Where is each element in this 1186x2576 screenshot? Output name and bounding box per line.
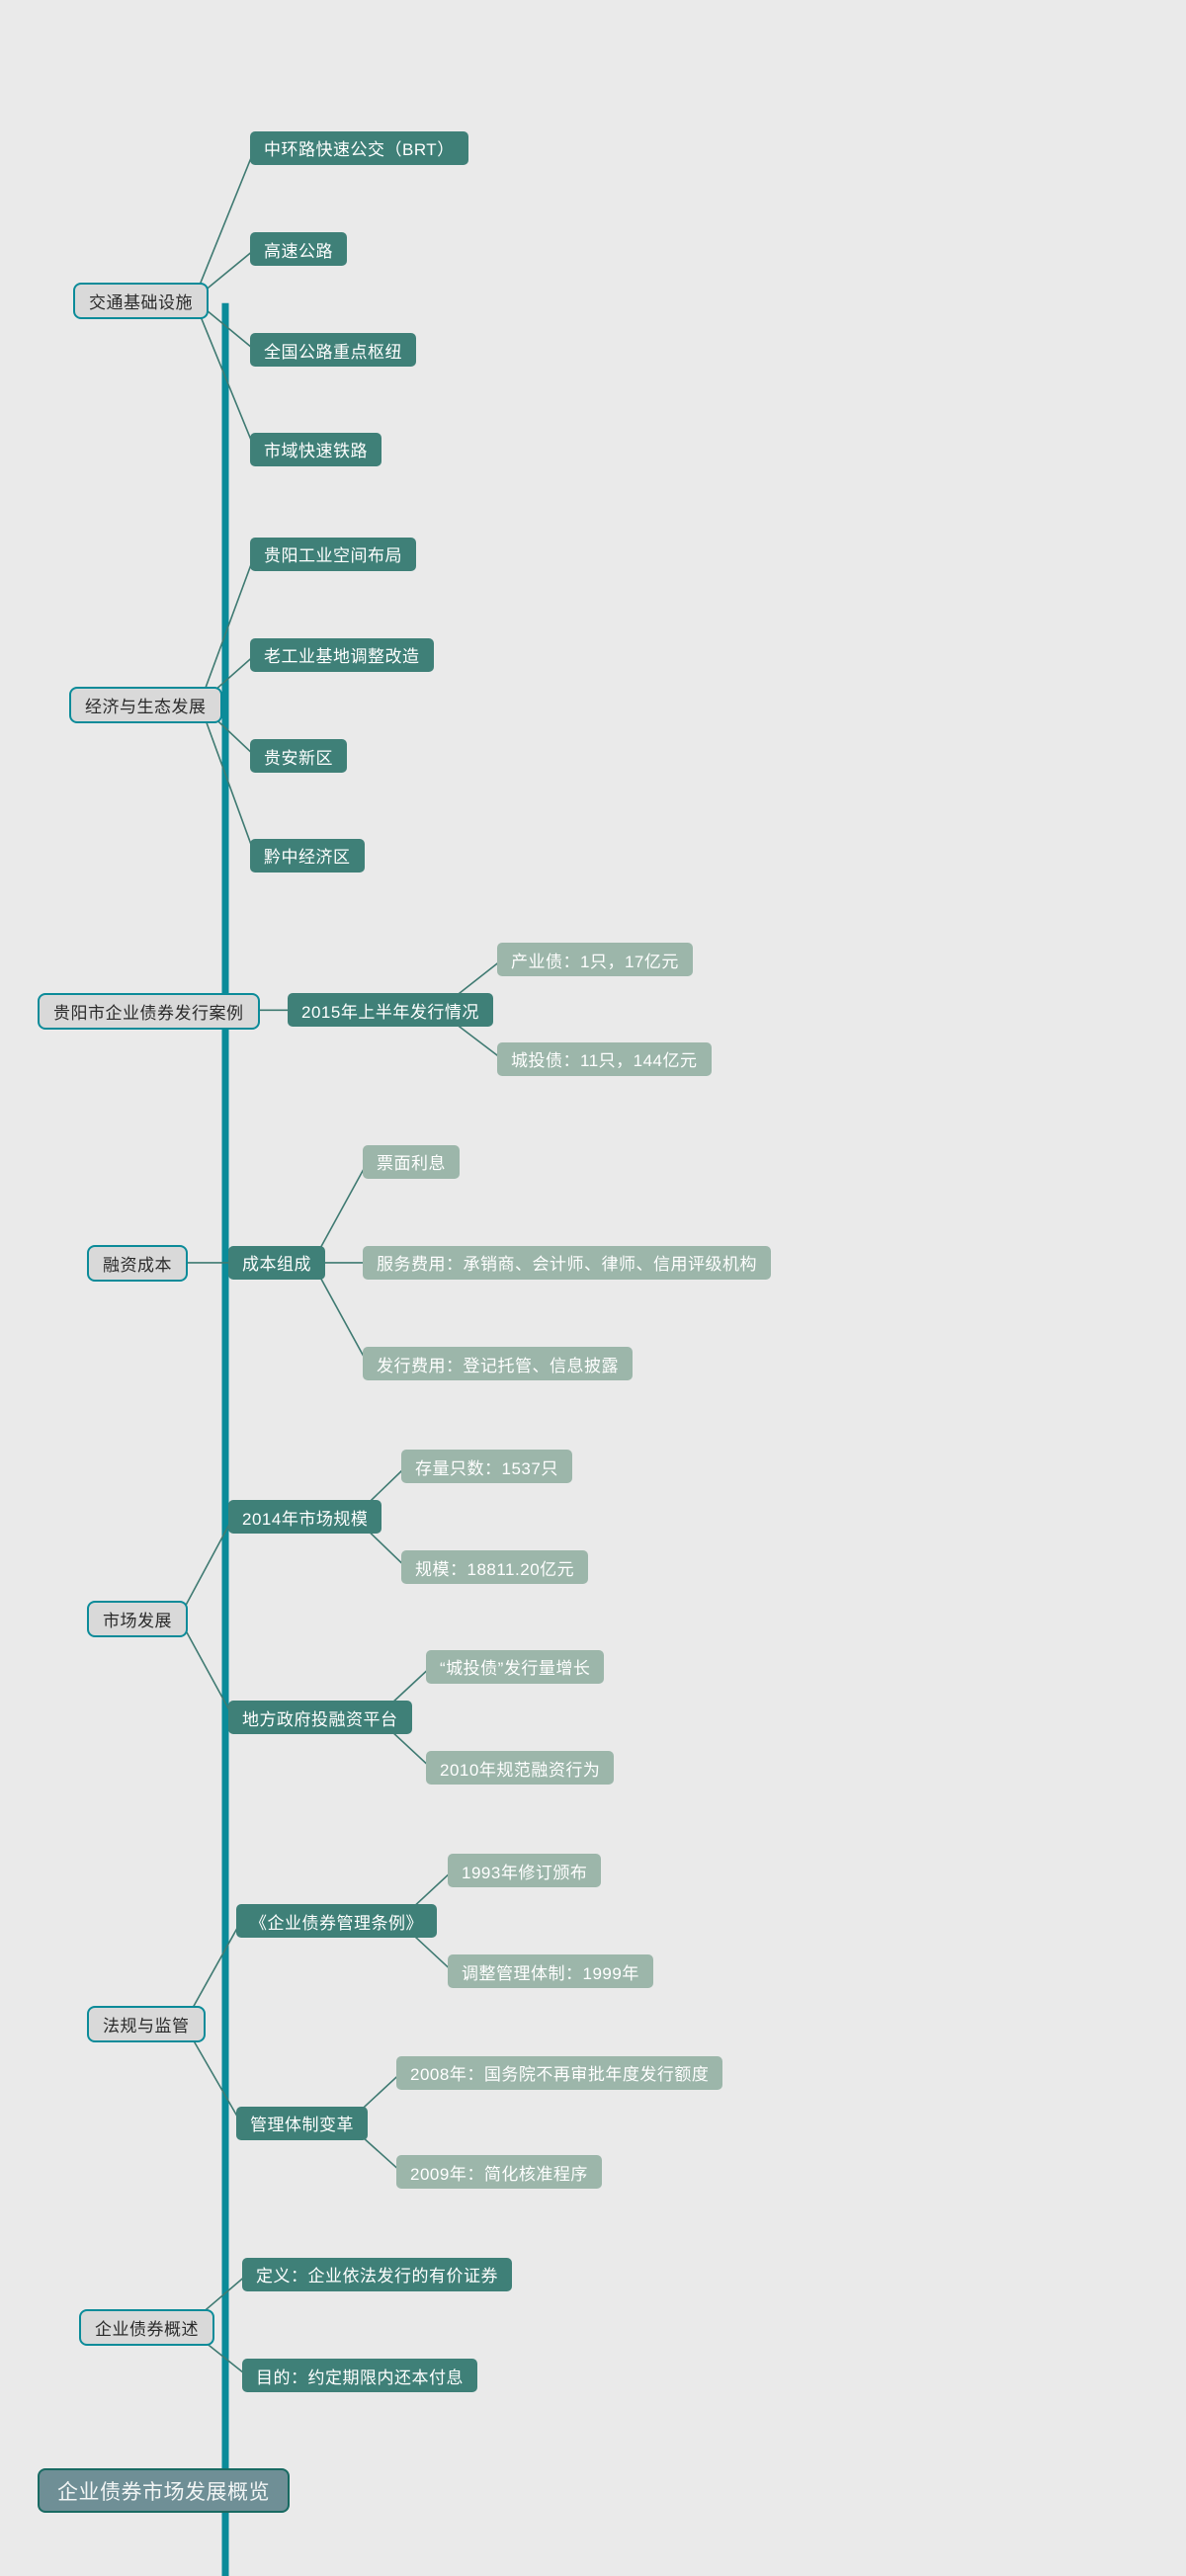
node-label: 成本组成: [242, 1255, 311, 1275]
node-label: 《企业债券管理条例》: [250, 1913, 423, 1933]
edge-b2-c1: [200, 554, 255, 705]
node-brt-ring-road[interactable]: 中环路快速公交（BRT）: [250, 130, 468, 165]
node-national-highway-hub[interactable]: 全国公路重点枢纽: [250, 333, 416, 368]
node-label: 贵阳工业空间布局: [264, 546, 402, 566]
node-urban-bond-growth[interactable]: “城投债”发行量增长: [426, 1649, 605, 1684]
node-market-development[interactable]: 市场发展: [87, 1600, 188, 1637]
node-coupon-interest[interactable]: 票面利息: [363, 1144, 460, 1179]
node-label: 企业债券概述: [95, 2320, 199, 2340]
node-definition[interactable]: 定义：企业依法发行的有价证券: [242, 2257, 512, 2291]
node-label: 2014年市场规模: [242, 1509, 369, 1529]
node-old-industrial-base[interactable]: 老工业基地调整改造: [250, 637, 434, 672]
root-label: 企业债券市场发展概览: [57, 2480, 270, 2504]
node-label: 全国公路重点枢纽: [264, 342, 402, 362]
node-label: 2015年上半年发行情况: [301, 1002, 479, 1022]
node-2009-simplified-approval[interactable]: 2009年：简化核准程序: [396, 2155, 602, 2190]
edge-b1-c4: [194, 299, 255, 450]
node-2010-financing-regulation[interactable]: 2010年规范融资行为: [426, 1751, 615, 1786]
node-management-system-reform[interactable]: 管理体制变革: [236, 2106, 368, 2140]
node-local-gov-financing-platform[interactable]: 地方政府投融资平台: [228, 1701, 412, 1734]
node-label: 融资成本: [103, 1256, 172, 1276]
node-outstanding-count[interactable]: 存量只数：1537只: [401, 1450, 572, 1484]
node-label: 存量只数：1537只: [415, 1458, 558, 1478]
node-label: 目的：约定期限内还本付息: [256, 2368, 464, 2387]
edge-b4c1-c: [312, 1263, 368, 1364]
node-label: 2009年：简化核准程序: [410, 2164, 588, 2184]
node-guiyang-bond-case[interactable]: 贵阳市企业债券发行案例: [38, 992, 260, 1030]
node-label: 法规与监管: [103, 2017, 190, 2036]
node-label: 贵阳市企业债券发行案例: [53, 1003, 244, 1023]
node-economy-ecology[interactable]: 经济与生态发展: [69, 686, 222, 723]
node-label: 发行费用：登记托管、信息披露: [377, 1356, 619, 1375]
root-node[interactable]: 企业债券市场发展概览: [38, 2468, 290, 2514]
node-financing-cost[interactable]: 融资成本: [87, 1245, 188, 1283]
edge-b2-c4: [200, 704, 255, 855]
node-expressway[interactable]: 高速公路: [250, 232, 347, 267]
node-label: 管理体制变革: [250, 2116, 354, 2135]
node-corporate-bond-regulations[interactable]: 《企业债券管理条例》: [236, 1904, 437, 1939]
node-label: 服务费用：承销商、会计师、律师、信用评级机构: [377, 1255, 757, 1275]
node-2008-quota-approval[interactable]: 2008年：国务院不再审批年度发行额度: [396, 2055, 723, 2090]
node-1993-revision[interactable]: 1993年修订颁布: [448, 1854, 602, 1888]
node-label: 市场发展: [103, 1611, 172, 1630]
node-label: 中环路快速公交（BRT）: [264, 140, 455, 160]
node-urban-investment-bond-stat[interactable]: 城投债：11只，144亿元: [497, 1041, 712, 1076]
node-label: 1993年修订颁布: [462, 1863, 588, 1882]
node-market-scale-amount[interactable]: 规模：18811.20亿元: [401, 1550, 589, 1585]
edge-b5-c2: [179, 1618, 233, 1717]
node-2015-h1-issuance[interactable]: 2015年上半年发行情况: [288, 993, 493, 1028]
node-service-fees[interactable]: 服务费用：承销商、会计师、律师、信用评级机构: [363, 1245, 771, 1280]
node-issuance-fees[interactable]: 发行费用：登记托管、信息披露: [363, 1347, 633, 1381]
node-industrial-bond-stat[interactable]: 产业债：1只，17亿元: [497, 943, 693, 977]
node-guian-new-area[interactable]: 贵安新区: [250, 739, 347, 774]
node-label: 票面利息: [377, 1154, 446, 1174]
edge-b1-c1: [194, 148, 255, 299]
node-qianzhong-economic-zone[interactable]: 黔中经济区: [250, 838, 365, 873]
node-label: 城投债：11只，144亿元: [511, 1051, 698, 1071]
edge-b5-c1: [179, 1517, 233, 1618]
node-cost-composition[interactable]: 成本组成: [228, 1245, 325, 1280]
node-label: 地方政府投融资平台: [242, 1709, 398, 1729]
node-label: 市域快速铁路: [264, 442, 368, 461]
node-label: 调整管理体制：1999年: [462, 1963, 639, 1983]
node-2014-market-size[interactable]: 2014年市场规模: [228, 1500, 382, 1535]
node-transport-infrastructure[interactable]: 交通基础设施: [73, 282, 209, 319]
node-label: “城投债”发行量增长: [440, 1659, 591, 1679]
node-purpose[interactable]: 目的：约定期限内还本付息: [242, 2359, 477, 2393]
node-label: 经济与生态发展: [85, 697, 207, 716]
node-label: 交通基础设施: [89, 292, 193, 312]
node-label: 规模：18811.20亿元: [415, 1559, 575, 1579]
node-urban-rapid-rail[interactable]: 市域快速铁路: [250, 432, 381, 466]
node-label: 定义：企业依法发行的有价证券: [256, 2267, 498, 2286]
node-label: 老工业基地调整改造: [264, 647, 420, 667]
node-label: 2010年规范融资行为: [440, 1760, 601, 1780]
node-corporate-bond-overview[interactable]: 企业债券概述: [79, 2309, 214, 2347]
node-label: 黔中经济区: [264, 848, 351, 868]
node-guiyang-industrial-layout[interactable]: 贵阳工业空间布局: [250, 537, 416, 571]
node-1999-system-adjust[interactable]: 调整管理体制：1999年: [448, 1954, 653, 1989]
edge-b4c1-a: [312, 1162, 368, 1263]
node-label: 2008年：国务院不再审批年度发行额度: [410, 2065, 710, 2085]
node-regulation-supervision[interactable]: 法规与监管: [87, 2006, 206, 2043]
node-label: 高速公路: [264, 241, 333, 261]
node-label: 产业债：1只，17亿元: [511, 952, 679, 971]
node-label: 贵安新区: [264, 748, 333, 768]
